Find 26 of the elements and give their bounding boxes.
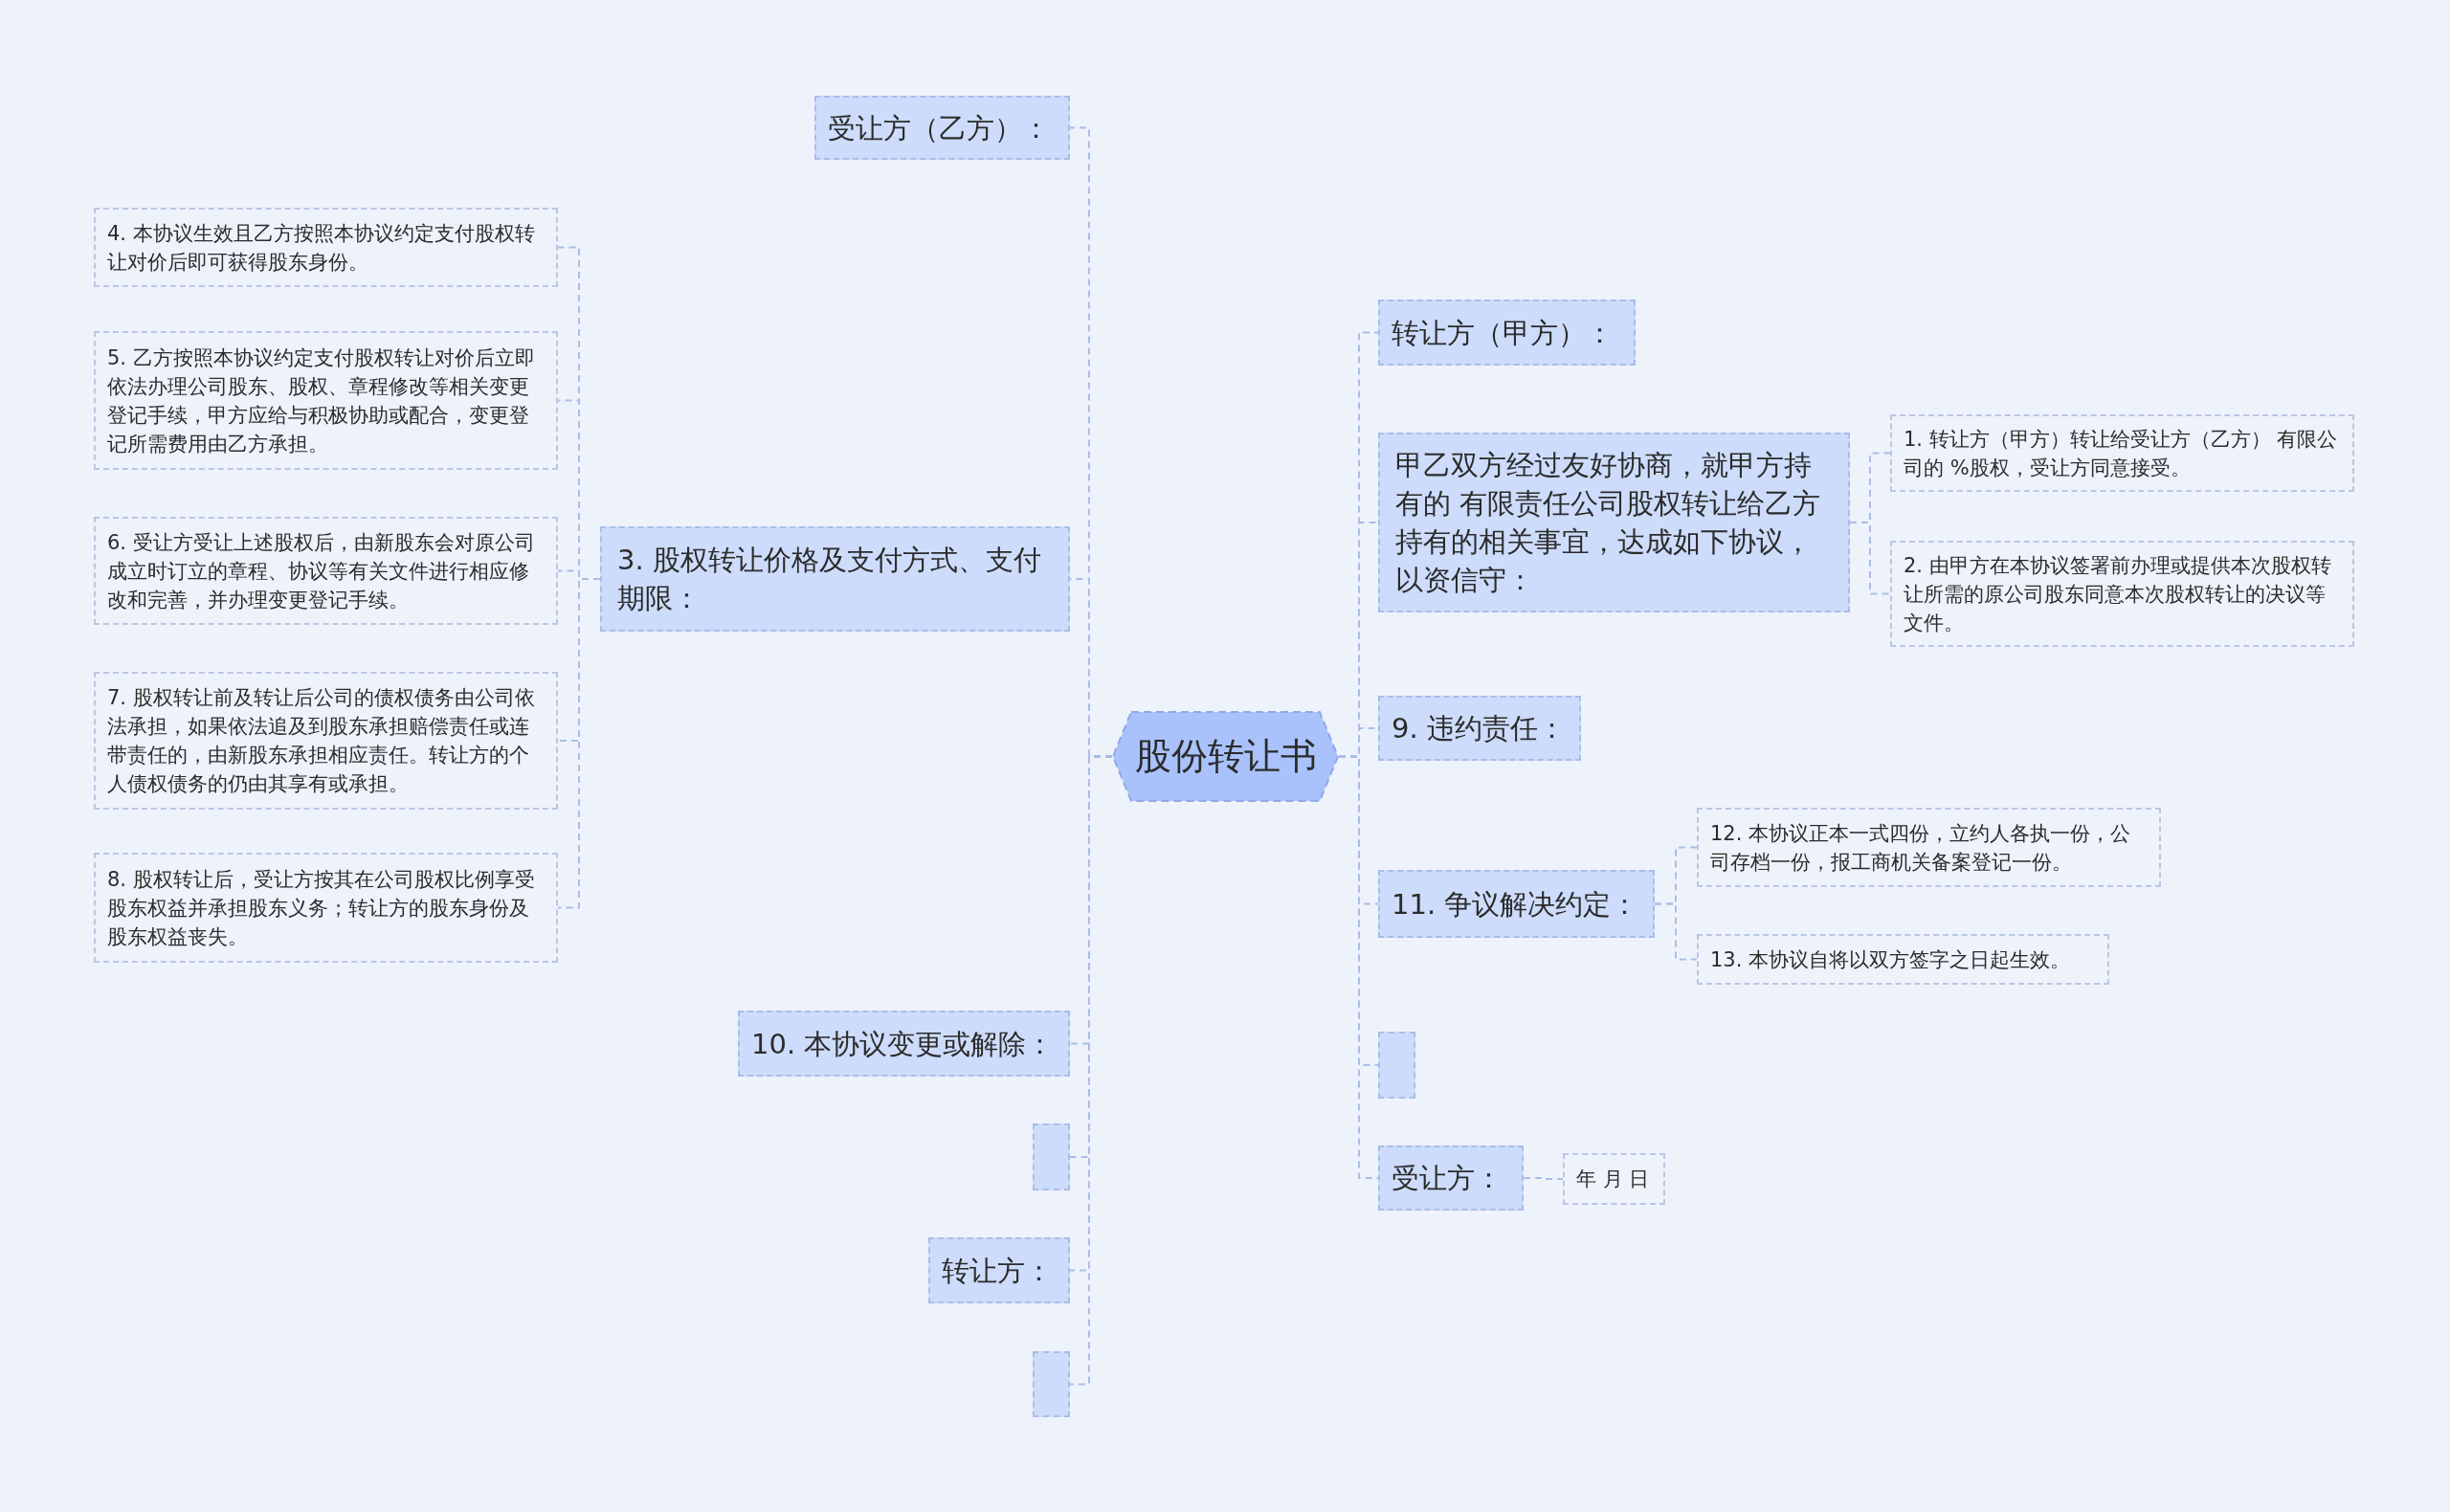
- topic-box: 3. 股权转让价格及支付方式、支付期限：: [600, 526, 1070, 632]
- topic-hexagon: 股份转让书: [1112, 711, 1339, 802]
- empty-box: [1033, 1351, 1070, 1417]
- note-box: 6. 受让方受让上述股权后，由新股东会对原公司成立时订立的章程、协议等有关文件进行相应修改和完善，并办理变更登记手续。: [94, 517, 558, 625]
- note-box: 2. 由甲方在本协议签署前办理或提供本次股权转让所需的原公司股东同意本次股权转让的决议等文件。: [1890, 541, 2354, 647]
- topic-box: 11. 争议解决约定：: [1378, 870, 1655, 938]
- empty-box: [1378, 1032, 1415, 1099]
- note-box: 1. 转让方（甲方）转让给受让方（乙方） 有限公司的 %股权，受让方同意接受。: [1890, 414, 2354, 492]
- topic-box: 甲乙双方经过友好协商，就甲方持有的 有限责任公司股权转让给乙方持有的相关事宜，达成如下协议，以资信守：: [1378, 433, 1850, 612]
- topic-box: 受让方：: [1378, 1145, 1524, 1211]
- note-box: 8. 股权转让后，受让方按其在公司股权比例享受股东权益并承担股东义务；转让方的股东身份及股东权益丧失。: [94, 853, 558, 963]
- topic-box: 转让方：: [928, 1237, 1070, 1303]
- topic-box: 10. 本协议变更或解除：: [738, 1011, 1070, 1077]
- topic-box: 受让方（乙方）：: [814, 96, 1070, 160]
- connector-line: [1523, 1177, 1564, 1180]
- note-box: 13. 本协议自将以双方签字之日起生效。: [1697, 934, 2109, 985]
- note-box: 年 月 日: [1563, 1153, 1665, 1205]
- connector-line: [1654, 902, 1698, 961]
- note-box: 5. 乙方按照本协议约定支付股权转让对价后立即依法办理公司股东、股权、章程修改等相关变更登记手续，甲方应给与积极协助或配合，变更登记所需费用由乙方承担。: [94, 331, 558, 470]
- topic-box: 转让方（甲方）：: [1378, 300, 1636, 366]
- topic-box: 9. 违约责任：: [1378, 696, 1581, 761]
- connector-line: [1849, 522, 1891, 595]
- note-box: 7. 股权转让前及转让后公司的债权债务由公司依法承担，如果依法追及到股东承担赔偿责任或连带责任的，由新股东承担相应责任。转让方的个人债权债务的仍由其享有或承担。: [94, 672, 558, 810]
- note-box: 4. 本协议生效且乙方按照本协议约定支付股权转让对价后即可获得股东身份。: [94, 208, 558, 287]
- empty-box: [1033, 1123, 1070, 1190]
- note-box: 12. 本协议正本一式四份，立约人各执一份，公司存档一份，报工商机关备案登记一份。: [1697, 808, 2161, 887]
